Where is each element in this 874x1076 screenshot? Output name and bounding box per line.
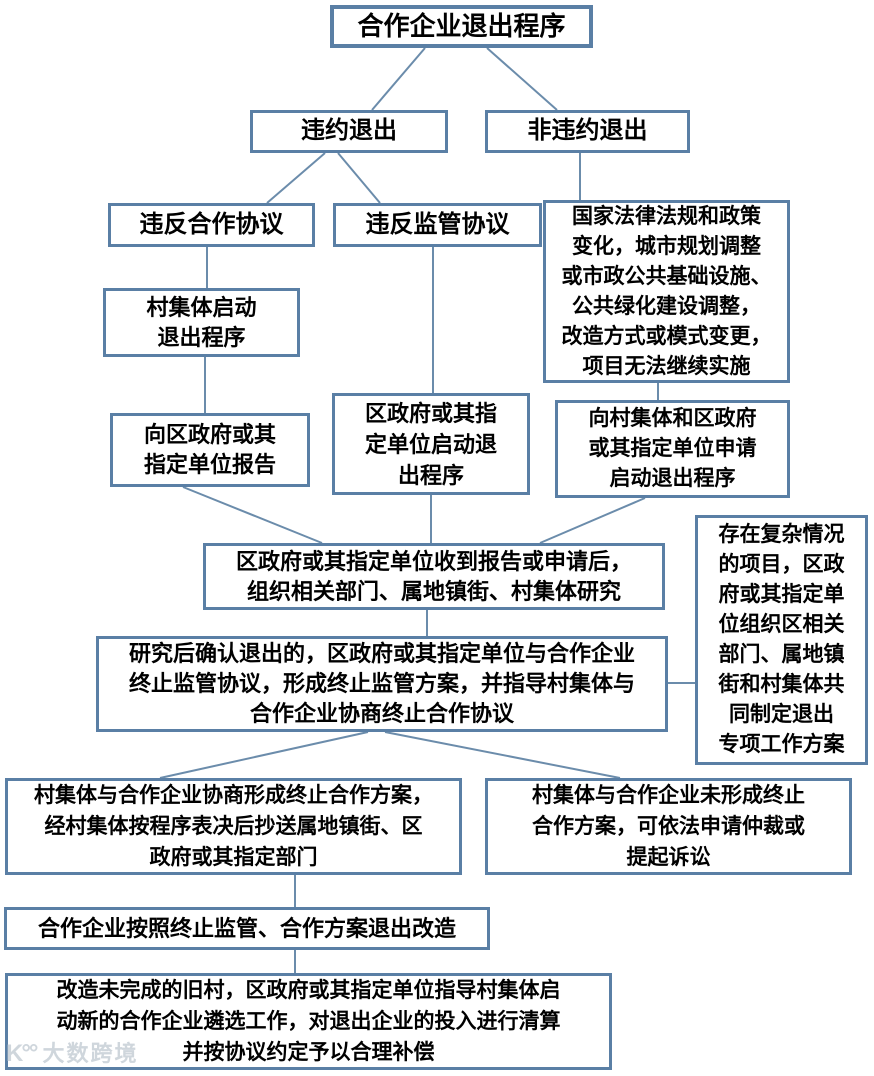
node-exit-renovation: 合作企业按照终止监管、合作方案退出改造 [4,907,490,950]
connector-confirm-notformed [384,731,621,779]
connector-root-nonbreach [486,47,558,111]
watermark-text: 大数跨境 [42,1041,139,1066]
watermark: K°° 大数跨境 [6,1036,139,1068]
node-violate-supervision: 违反监管协议 [333,203,542,247]
node-breach-exit: 违约退出 [250,110,448,153]
watermark-logo-icon: K°° [6,1040,39,1067]
node-exit-procedure-title: 合作企业退出程序 [330,5,593,48]
connector-breach-vsup [337,152,381,204]
node-termination-plan-formed: 村集体与合作企业协商形成终止合作方案， 经村集体按程序表决后抄送属地镇街、区 政… [5,778,462,875]
node-village-starts-exit: 村集体启动 退出程序 [103,288,300,357]
node-reselect-and-compensate: 改造未完成的旧村，区政府或其指定单位指导村集体启 动新的合作企业遴选工作，对退出… [5,973,612,1070]
node-confirm-exit-terminate: 研究后确认退出的，区政府或其指定单位与合作企业 终止监管协议，形成终止监管方案，… [96,636,668,732]
node-non-breach-exit: 非违约退出 [485,110,690,153]
connector-apply-receive [539,497,646,544]
node-apply-to-start-exit: 向村集体和区政府 或其指定单位申请 启动退出程序 [555,400,790,498]
connector-root-breach [371,47,426,111]
node-violate-cooperation: 违反合作协议 [108,203,315,247]
connector-breach-vcoop [266,152,326,204]
connector-report-receive [182,486,323,544]
node-plan-not-formed-lawsuit: 村集体与合作企业未形成终止 合作方案，可依法申请仲裁或 提起诉讼 [485,778,852,875]
connector-confirm-formed [159,731,369,779]
node-report-to-district: 向区政府或其 指定单位报告 [110,413,310,487]
node-complex-case-plan: 存在复杂情况 的项目，区政 府或其指定单 位组织区相关 部门、属地镇 街和村集体… [695,515,868,765]
node-district-starts-exit: 区政府或其指 定单位启动退 出程序 [332,393,530,495]
node-district-receives-report: 区政府或其指定单位收到报告或申请后， 组织相关部门、属地镇街、村集体研究 [203,543,665,610]
node-policy-change-reasons: 国家法律法规和政策 变化，城市规划调整 或市政公共基础设施、 公共绿化建设调整，… [543,200,790,383]
